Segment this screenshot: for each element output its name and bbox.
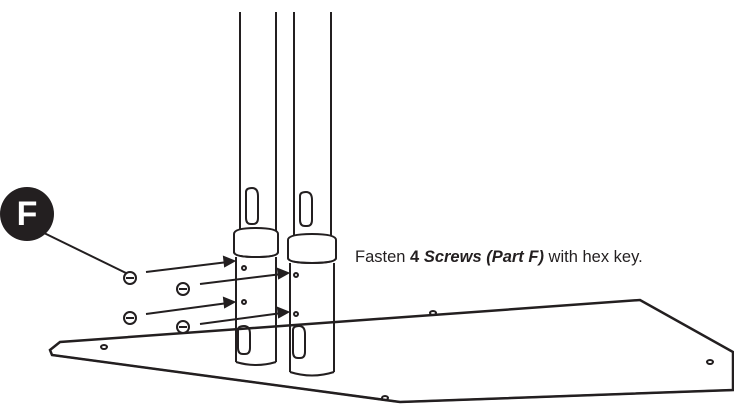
screw — [176, 282, 190, 296]
instruction-suffix: with hex key. — [548, 248, 643, 266]
insertion-arrows — [145, 255, 291, 325]
arrow — [145, 255, 237, 273]
arrow — [199, 267, 291, 285]
instruction-quantity: 4 — [410, 248, 420, 266]
part-callout-badge: F — [0, 187, 54, 241]
arrow — [199, 306, 291, 325]
right-post — [287, 12, 337, 377]
left-post — [233, 12, 279, 366]
plate-hole — [100, 344, 108, 350]
plate-hole — [429, 310, 437, 316]
screw — [123, 271, 137, 285]
instruction-prefix: Fasten — [355, 248, 406, 266]
screws — [123, 271, 190, 334]
instruction-part-name: Screws (Part F) — [423, 248, 544, 266]
instruction-text: Fasten 4 Screws (Part F) with hex key. — [355, 248, 734, 267]
screw — [123, 311, 137, 325]
base-plate — [48, 298, 734, 404]
plate-hole — [381, 395, 389, 401]
screw — [176, 320, 190, 334]
plate-hole — [706, 359, 714, 365]
arrow — [145, 296, 237, 315]
part-callout-letter: F — [16, 194, 38, 233]
callout-leader-line — [41, 231, 127, 274]
